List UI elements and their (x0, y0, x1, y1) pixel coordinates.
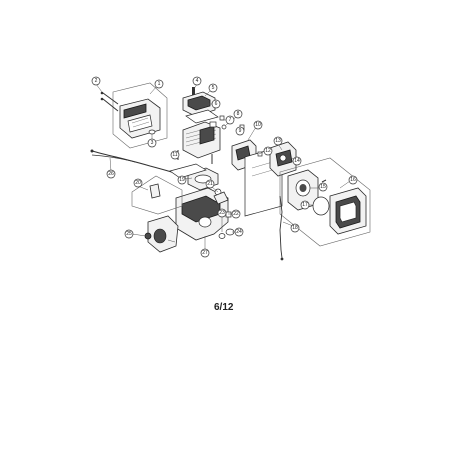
callout-20: 20 (133, 178, 143, 188)
callout-15: 15 (318, 182, 328, 192)
svg-text:6: 6 (215, 101, 218, 107)
svg-text:15: 15 (320, 184, 326, 190)
svg-text:12: 12 (265, 148, 271, 154)
ignition-assembly (231, 124, 283, 217)
crankcase-assembly (131, 167, 235, 253)
callout-26: 26 (106, 169, 116, 179)
callout-21: 21 (205, 179, 215, 189)
svg-text:9: 9 (239, 128, 242, 134)
svg-text:8: 8 (237, 111, 240, 117)
svg-text:26: 26 (108, 171, 114, 177)
svg-text:4: 4 (196, 78, 199, 84)
callout-10: 10 (253, 120, 263, 130)
callout-9: 9 (235, 126, 245, 136)
svg-text:14: 14 (294, 158, 300, 164)
cylinder-assembly (177, 87, 227, 164)
callout-24: 24 (234, 227, 244, 237)
svg-text:18: 18 (292, 225, 298, 231)
svg-text:20: 20 (135, 180, 141, 186)
gasket (169, 163, 207, 179)
callout-12: 12 (263, 146, 273, 156)
callout-27: 27 (200, 248, 210, 258)
svg-text:27: 27 (202, 250, 208, 256)
svg-text:25: 25 (126, 231, 132, 237)
carburetor-assembly (269, 141, 371, 261)
callout-16: 16 (348, 175, 358, 185)
callout-25: 25 (124, 229, 134, 239)
callout-18: 18 (290, 223, 300, 233)
svg-text:17: 17 (302, 202, 308, 208)
svg-text:13: 13 (275, 138, 281, 144)
callout-11: 11 (170, 150, 180, 160)
svg-text:10: 10 (255, 122, 261, 128)
svg-text:3: 3 (151, 140, 154, 146)
svg-text:16: 16 (350, 177, 356, 183)
callout-23: 23 (217, 208, 227, 218)
svg-text:2: 2 (95, 78, 98, 84)
callout-13: 13 (273, 136, 283, 146)
callout-6: 6 (211, 99, 221, 109)
svg-text:23: 23 (219, 210, 225, 216)
callout-17: 17 (300, 200, 310, 210)
callout-22: 22 (231, 209, 241, 219)
svg-text:11: 11 (172, 152, 177, 158)
callout-19: 19 (177, 175, 187, 185)
callout-14: 14 (292, 156, 302, 166)
fuel-line (90, 149, 179, 175)
svg-text:21: 21 (207, 181, 213, 187)
svg-text:7: 7 (229, 117, 232, 123)
svg-text:5: 5 (212, 85, 215, 91)
callout-3: 3 (147, 138, 157, 148)
svg-text:22: 22 (233, 211, 239, 217)
callout-1: 1 (154, 79, 164, 89)
svg-text:19: 19 (179, 177, 185, 183)
callout-2: 2 (91, 76, 101, 86)
page-number-label: 6/12 (214, 302, 234, 313)
svg-text:1: 1 (158, 81, 161, 87)
callout-5: 5 (208, 83, 218, 93)
callout-7: 7 (225, 115, 235, 125)
callout-4: 4 (192, 76, 202, 86)
callout-8: 8 (233, 109, 243, 119)
svg-text:24: 24 (236, 229, 242, 235)
muffler-assembly (100, 82, 168, 149)
